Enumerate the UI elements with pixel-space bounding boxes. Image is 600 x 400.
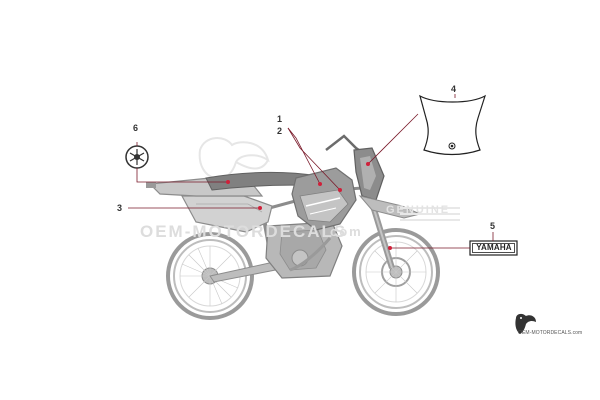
callout-4: 4 (451, 84, 457, 94)
front-wheel (352, 228, 440, 316)
watermark-text: OEM-MOTORDECALS (140, 222, 348, 241)
leader-dots (226, 162, 392, 250)
decal-5-wordmark-plate (469, 240, 518, 256)
footer-site-name: OEM-MOTORDECALS.com (518, 330, 583, 336)
callout-3: 3 (117, 203, 123, 213)
motorcycle-illustration (146, 134, 440, 320)
watermark-stripes (400, 207, 460, 221)
callout-2: 2 (277, 126, 283, 136)
watermark-suffix: com (330, 224, 363, 239)
decal-4-number-plate (419, 94, 487, 156)
tuning-fork-emblem-icon (125, 145, 149, 169)
callout-5: 5 (490, 221, 496, 231)
callout-6: 6 (133, 123, 139, 133)
callout-1: 1 (277, 114, 283, 124)
toucan-logo-icon (515, 313, 536, 334)
watermark-genuine: GENUINE (386, 204, 451, 216)
leader-lines (128, 94, 494, 249)
decal-5-wordmark: YAMAHA (476, 243, 512, 252)
